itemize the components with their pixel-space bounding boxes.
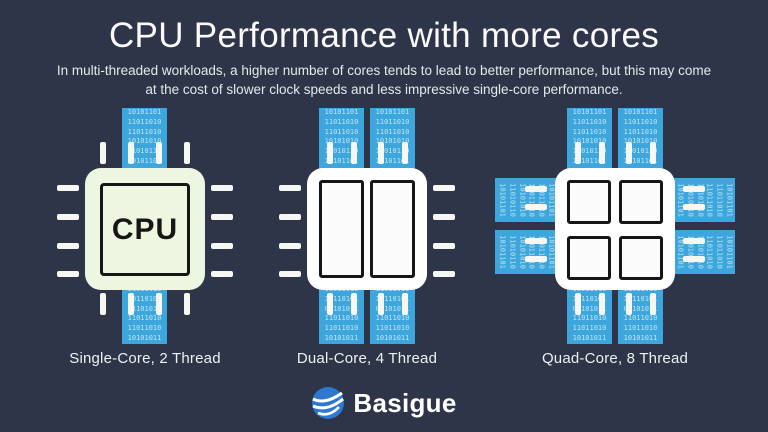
binary-data-strip: 10101101 11011010 11011010 10101010 1101… [673,230,735,274]
binary-text: 10101101 11011010 11011010 10101010 1101… [676,235,734,269]
chip-pin [128,142,134,164]
chip-pin [402,142,408,164]
chip-pin [626,293,632,315]
diagram-caption-dual: Dual-Core, 4 Thread [296,350,438,367]
binary-data-strip: 10101101 11011010 11011010 10101010 1101… [673,178,735,222]
chip-pin [378,293,384,315]
chip-pin [211,185,233,191]
chip-pin [57,214,79,220]
cpu-core: CPU [100,183,190,276]
cpu-core [567,236,611,280]
chip-pin [433,271,455,277]
chip-pin [433,214,455,220]
chip-pin [402,293,408,315]
cpu-chip-label: CPU [111,212,179,246]
chip-pin [279,214,301,220]
cpu-core [619,180,663,224]
chip-pin [575,293,581,315]
binary-text: 10101101 11011010 11011010 10101010 1101… [498,183,556,217]
cpu-core [370,180,415,278]
binary-text: 10101101 11011010 11011010 10101010 1101… [676,183,734,217]
chip-pin [327,293,333,315]
diagram-caption-quad: Quad-Core, 8 Thread [541,350,689,367]
chip-pin [156,142,162,164]
chip-pin [599,142,605,164]
chip-pin [211,243,233,249]
chip-pin [211,214,233,220]
chip-pin [683,238,705,244]
cpu-chip-quad [555,168,675,290]
chip-pin [525,186,547,192]
chip-pin [650,293,656,315]
binary-data-strip: 10101101 11011010 11011010 10101010 1101… [495,178,557,222]
chip-pin [327,142,333,164]
chip-pin [351,142,357,164]
globe-swoosh-icon [311,386,345,420]
cpu-core [567,180,611,224]
cpu-chip-dual [307,168,427,290]
chip-pin [599,293,605,315]
chip-pin [433,185,455,191]
diagram-caption-single: Single-Core, 2 Thread [69,350,221,367]
diagram-single-core: 10101101 11011010 11011010 10101010 1101… [25,100,265,370]
chip-pin [683,204,705,210]
brand-name: Basigue [353,387,457,418]
chip-pin [525,256,547,262]
chip-pin [683,186,705,192]
page-title: CPU Performance with more cores [108,16,660,55]
chip-pin [128,293,134,315]
diagram-dual-core: 10101101 11011010 11011010 10101010 1101… [247,100,487,370]
chip-pin [525,238,547,244]
binary-text: 10101101 11011010 11011010 10101010 1101… [498,235,556,269]
chip-pin [57,271,79,277]
chip-pin [211,271,233,277]
binary-data-strip: 10101101 11011010 11011010 10101010 1101… [495,230,557,274]
chip-pin [100,142,106,164]
chip-pin [650,142,656,164]
chip-pin [279,271,301,277]
chip-pin [184,142,190,164]
chip-pin [279,243,301,249]
page-subtitle: In multi-threaded workloads, a higher nu… [56,63,712,97]
cpu-core [619,236,663,280]
chip-pin [683,256,705,262]
chip-pin [156,293,162,315]
chip-pin [575,142,581,164]
chip-pin [525,204,547,210]
cpu-chip-single: CPU [85,168,205,290]
chip-pin [351,293,357,315]
chip-pin [279,185,301,191]
chip-pin [626,142,632,164]
chip-pin [100,293,106,315]
cpu-core [319,180,364,278]
chip-pin [57,243,79,249]
brand-footer: Basigue [0,386,768,420]
diagram-quad-core: 10101101 11011010 11011010 10101010 1101… [495,100,735,370]
chip-pin [433,243,455,249]
chip-pin [57,185,79,191]
chip-pin [378,142,384,164]
chip-pin [184,293,190,315]
